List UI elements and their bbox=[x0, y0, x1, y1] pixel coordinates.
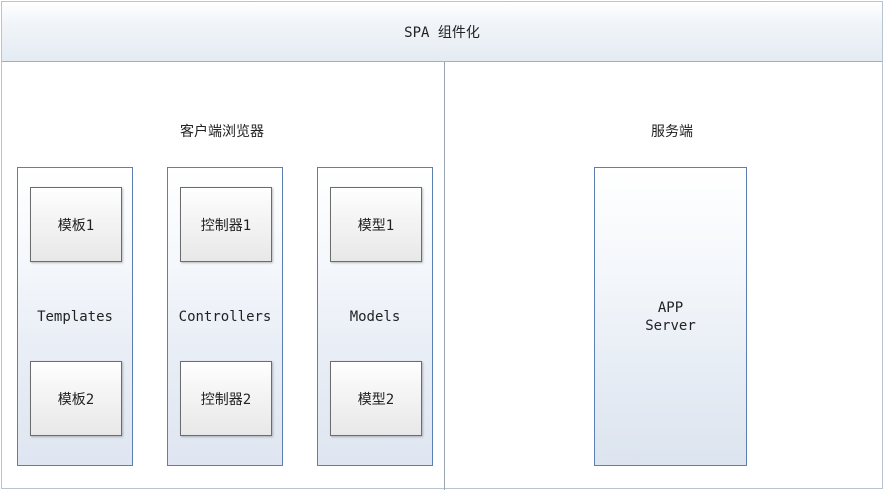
diagram-title: SPA 组件化 bbox=[2, 2, 882, 62]
client-section-label: 客户端浏览器 bbox=[180, 124, 264, 140]
controller-1-label: 控制器1 bbox=[200, 217, 252, 234]
templates-column: 模板1 Templates 模板2 bbox=[17, 167, 133, 466]
controllers-column-label: Controllers bbox=[178, 309, 272, 325]
section-divider bbox=[444, 62, 445, 490]
server-section-label: 服务端 bbox=[651, 124, 693, 140]
template-1-label: 模板1 bbox=[57, 217, 95, 234]
template-2-box: 模板2 bbox=[30, 361, 122, 436]
controllers-column: 控制器1 Controllers 控制器2 bbox=[167, 167, 283, 466]
diagram-title-text: SPA 组件化 bbox=[404, 24, 480, 41]
model-2-box: 模型2 bbox=[330, 361, 422, 436]
template-1-box: 模板1 bbox=[30, 187, 122, 262]
model-1-box: 模型1 bbox=[330, 187, 422, 262]
controller-1-box: 控制器1 bbox=[180, 187, 272, 262]
models-column-label: Models bbox=[349, 309, 401, 325]
controller-2-label: 控制器2 bbox=[200, 391, 252, 408]
app-server-line-1: APP bbox=[657, 299, 684, 316]
app-server-box: APP Server bbox=[594, 167, 747, 466]
model-1-label: 模型1 bbox=[357, 217, 395, 234]
app-server-line-2: Server bbox=[645, 317, 696, 334]
models-column: 模型1 Models 模型2 bbox=[317, 167, 433, 466]
template-2-label: 模板2 bbox=[57, 391, 95, 408]
model-2-label: 模型2 bbox=[357, 391, 395, 408]
templates-column-label: Templates bbox=[37, 309, 113, 325]
controller-2-box: 控制器2 bbox=[180, 361, 272, 436]
